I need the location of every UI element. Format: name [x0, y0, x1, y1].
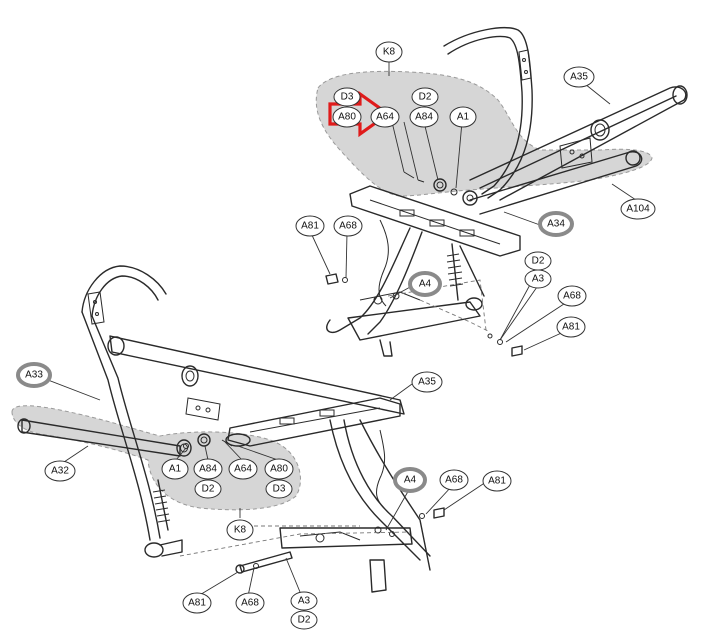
- callout-lower-A32: A32: [44, 460, 76, 482]
- callout-lower-A81: A81: [482, 470, 512, 492]
- svg-text:A35: A35: [418, 377, 436, 388]
- upper-cable: [378, 219, 389, 307]
- svg-text:A81: A81: [488, 476, 506, 487]
- lower-top-arm: [109, 335, 405, 415]
- svg-text:A35: A35: [570, 72, 588, 83]
- lower-rear-bar: [21, 419, 181, 457]
- callout-lower-A33: A33: [16, 362, 52, 388]
- lower-seat-bracket: [227, 397, 401, 447]
- callout-upper-D2-right: D2: [524, 251, 552, 271]
- svg-text:A68: A68: [339, 221, 357, 232]
- lower-frame-fork: [329, 419, 421, 561]
- callout-lower-A3: A3: [290, 591, 318, 611]
- svg-text:K8: K8: [234, 525, 247, 536]
- upper-arm-tube: [469, 86, 687, 201]
- callout-lower-A4: A4: [393, 467, 427, 493]
- svg-text:A81: A81: [188, 598, 206, 609]
- svg-text:D3: D3: [341, 92, 354, 103]
- callout-upper-A81-right: A81: [556, 316, 586, 338]
- svg-text:A81: A81: [301, 221, 319, 232]
- upper-callouts: K8 D3 D2 A80 A64 A84 A1 A35: [295, 41, 656, 338]
- svg-text:A84: A84: [415, 112, 433, 123]
- upper-frame-fork: [326, 227, 411, 334]
- callout-lower-A80: A80: [264, 458, 294, 480]
- svg-text:D2: D2: [532, 256, 545, 267]
- callout-upper-A34: A34: [538, 211, 574, 237]
- svg-text:A1: A1: [169, 464, 182, 475]
- callout-upper-A3: A3: [524, 269, 552, 289]
- callout-upper-A84: A84: [409, 106, 439, 128]
- svg-text:A3: A3: [298, 596, 311, 607]
- svg-text:D2: D2: [202, 484, 215, 495]
- svg-text:D3: D3: [273, 484, 286, 495]
- callout-lower-A68-bottom: A68: [235, 592, 265, 614]
- callout-lower-A35: A35: [411, 371, 443, 393]
- svg-text:A68: A68: [241, 598, 259, 609]
- svg-text:A32: A32: [51, 466, 69, 477]
- callout-lower-A84: A84: [193, 458, 223, 480]
- callout-upper-A35: A35: [563, 66, 595, 88]
- callout-lower-D3: D3: [265, 479, 293, 499]
- upper-seat-bracket: [349, 185, 521, 257]
- callout-upper-A4: A4: [408, 271, 442, 297]
- svg-text:A104: A104: [626, 204, 650, 215]
- svg-text:A84: A84: [199, 464, 217, 475]
- lower-axle-pin: [239, 551, 293, 573]
- upper-assembly: [315, 27, 688, 357]
- svg-text:A4: A4: [404, 475, 417, 486]
- callout-upper-A1: A1: [449, 106, 477, 128]
- lower-cable: [376, 429, 386, 509]
- svg-text:A81: A81: [562, 322, 580, 333]
- callout-lower-D2: D2: [194, 479, 222, 499]
- svg-text:D2: D2: [419, 92, 432, 103]
- lower-kit-group-region: [11, 405, 301, 511]
- svg-text:K8: K8: [383, 47, 396, 58]
- upper-kit-group-region: [315, 70, 653, 197]
- lower-callouts: A33 A32 A35 A1 A84 A64 A80 D2: [16, 362, 512, 630]
- callout-lower-A68: A68: [439, 469, 469, 491]
- callout-lower-A64: A64: [228, 458, 258, 480]
- svg-text:A64: A64: [234, 464, 252, 475]
- callout-upper-A81: A81: [295, 215, 325, 237]
- callout-upper-K8: K8: [375, 41, 403, 63]
- svg-text:A34: A34: [547, 219, 565, 230]
- lower-handlebar-tube: [81, 265, 167, 313]
- svg-text:A68: A68: [445, 475, 463, 486]
- lower-leader-lines: [47, 379, 487, 597]
- svg-text:A68: A68: [563, 291, 581, 302]
- callout-upper-A68: A68: [333, 215, 363, 237]
- lower-gas-strut: [157, 479, 169, 531]
- callout-lower-D2-bottom: D2: [290, 610, 318, 630]
- svg-text:A3: A3: [532, 274, 545, 285]
- callout-upper-A64: A64: [370, 106, 400, 128]
- callout-lower-A81-bottom: A81: [182, 592, 212, 614]
- svg-text:A64: A64: [376, 112, 394, 123]
- svg-text:A1: A1: [457, 112, 470, 123]
- callout-upper-D3: D3: [333, 87, 361, 107]
- highlight-arrow: [328, 90, 391, 138]
- callout-upper-A80: A80: [332, 106, 362, 128]
- callout-upper-A68-right: A68: [557, 285, 587, 307]
- callout-lower-A1: A1: [161, 458, 189, 480]
- upper-gas-strut: [451, 243, 459, 301]
- lower-assembly: [11, 265, 445, 593]
- svg-text:D2: D2: [298, 615, 311, 626]
- callout-upper-A104: A104: [620, 198, 656, 220]
- svg-text:A33: A33: [25, 370, 43, 381]
- callout-upper-D2: D2: [411, 87, 439, 107]
- svg-text:A80: A80: [270, 464, 288, 475]
- callout-lower-K8: K8: [226, 519, 254, 541]
- svg-text:A4: A4: [419, 279, 432, 290]
- svg-text:A80: A80: [338, 112, 356, 123]
